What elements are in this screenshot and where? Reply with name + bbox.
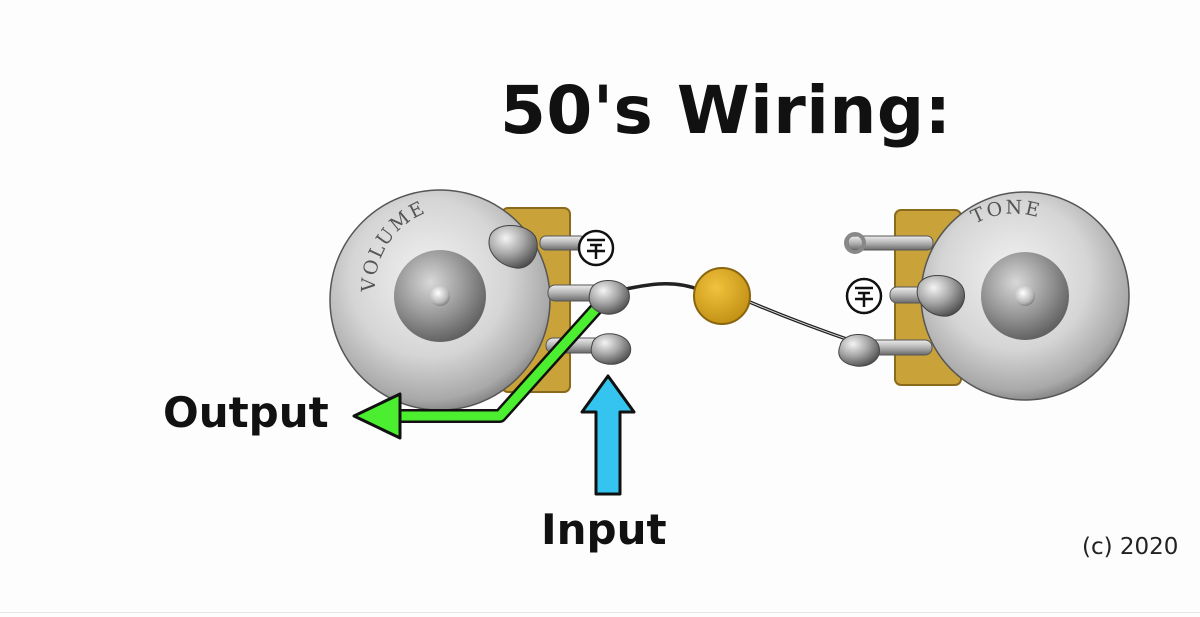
bottom-divider — [0, 612, 1200, 613]
wire-capacitor-to-tone-highlight — [744, 299, 856, 343]
input-label: Input — [541, 505, 667, 554]
tone-pot-center — [1015, 286, 1035, 306]
ground-symbol-icon — [577, 229, 615, 267]
tone-pot-casing-solder — [916, 275, 965, 317]
capacitor — [693, 267, 751, 325]
volume-pot-center — [430, 286, 450, 306]
volume-pot-casing-solder — [488, 225, 538, 269]
tone-pot: TONE — [844, 191, 1130, 401]
diagram-title: 50's Wiring: — [500, 72, 952, 149]
volume-pot: VOLUME — [329, 189, 607, 411]
output-arrow-head — [352, 392, 402, 440]
tone-pot-lug-1-eye — [844, 232, 866, 254]
wire-capacitor-to-tone — [744, 298, 856, 344]
output-label: Output — [163, 388, 329, 437]
ground-symbol-icon — [845, 277, 883, 315]
copyright-notice: (c) 2020 — [1082, 534, 1179, 560]
output-wire — [352, 293, 611, 440]
tone-lug-solder — [838, 334, 880, 367]
input-arrow — [580, 374, 636, 496]
volume-output-lug-solder — [588, 280, 630, 315]
volume-input-lug-solder — [590, 333, 632, 365]
